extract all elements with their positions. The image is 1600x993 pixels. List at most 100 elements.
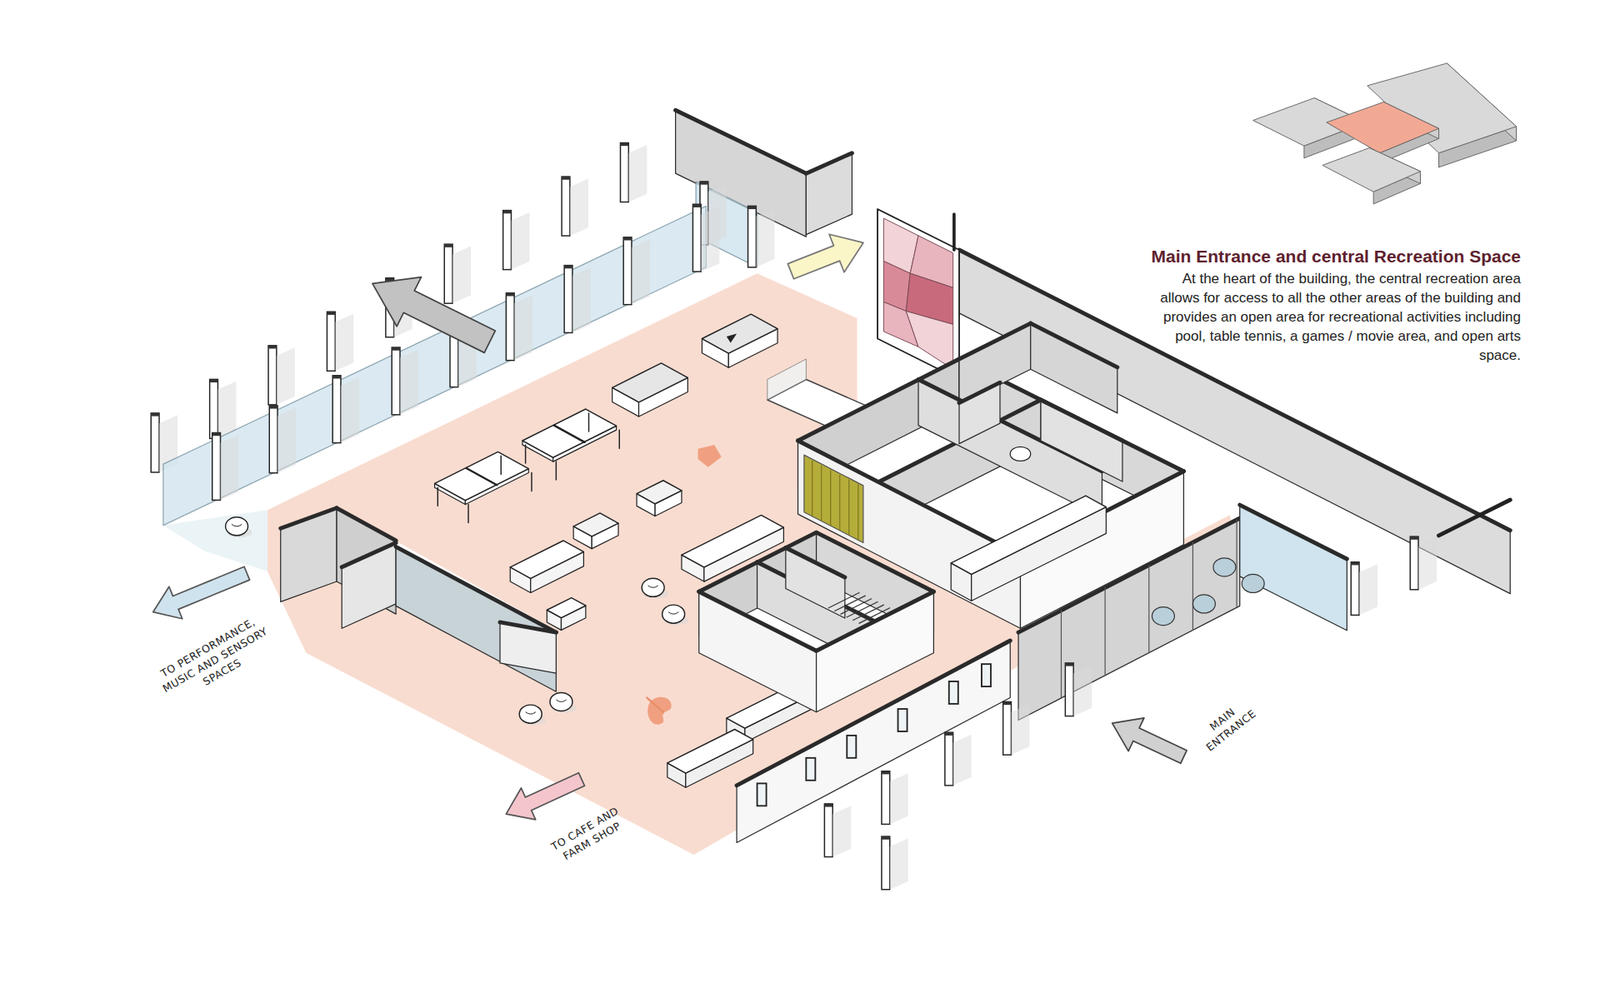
- palette-icon: [647, 697, 671, 725]
- table-leg: [555, 461, 557, 480]
- column-cap: [623, 237, 632, 241]
- rear-wall: [805, 153, 852, 235]
- column: [269, 405, 278, 474]
- title: Main Entrance and central Recreation Spa…: [1151, 246, 1521, 267]
- column-shadow: [1359, 564, 1378, 615]
- wall-top: [280, 508, 337, 529]
- front-wall: [736, 640, 1010, 843]
- column-shadow: [217, 381, 236, 440]
- table-leg: [530, 473, 532, 492]
- wall-top: [675, 110, 807, 174]
- glass-balustrade: [767, 359, 807, 400]
- room-wall: [280, 508, 337, 603]
- pool-balls: [726, 333, 737, 343]
- panel-slat: [830, 470, 831, 526]
- key-plan-block: [1326, 101, 1440, 153]
- column: [692, 204, 701, 272]
- direction-arrow: [787, 234, 864, 280]
- wall-top: [952, 214, 956, 250]
- window: [898, 709, 908, 732]
- window: [949, 681, 959, 705]
- column: [620, 142, 629, 202]
- wall-top: [1030, 323, 1118, 368]
- wall-top: [341, 542, 396, 567]
- beanbag: [662, 605, 685, 624]
- pool-table: [701, 314, 778, 354]
- wall-top: [1040, 400, 1123, 441]
- column: [945, 732, 954, 786]
- column-shadow: [340, 377, 360, 443]
- column-cap: [332, 375, 341, 380]
- wall-top: [959, 323, 1031, 360]
- beanbag-crease: [668, 612, 679, 615]
- column-shadow: [452, 246, 471, 305]
- column: [623, 237, 632, 305]
- column-shadow: [1418, 539, 1437, 590]
- column: [444, 244, 453, 304]
- room-wall: [500, 622, 556, 674]
- column-cap: [881, 771, 890, 775]
- column-shadow: [276, 347, 295, 405]
- foosball-table: [636, 480, 682, 505]
- column-cap: [326, 311, 335, 315]
- column: [505, 293, 515, 361]
- bench: [667, 730, 754, 775]
- column-shadow: [514, 295, 533, 360]
- wall-top: [1240, 505, 1348, 560]
- column-cap: [700, 181, 709, 185]
- beanbag: [641, 578, 665, 597]
- direction-label: TO PERFORMANCE, MUSIC AND SENSORY SPACES: [145, 607, 285, 714]
- pool-table: [612, 363, 689, 403]
- beanbag: [519, 705, 542, 724]
- key-plan-block: [1322, 148, 1421, 193]
- table-net: [554, 425, 585, 443]
- column-cap: [503, 210, 512, 215]
- table-net: [466, 468, 498, 485]
- column-cap: [444, 244, 453, 248]
- feature-panel: [804, 455, 864, 543]
- column-cap: [561, 176, 570, 180]
- column-shadow: [700, 206, 720, 272]
- column: [561, 176, 570, 236]
- stair-tread: [828, 592, 860, 608]
- column: [564, 265, 573, 334]
- column-cap: [824, 804, 833, 808]
- wall-top: [805, 153, 852, 174]
- table-tennis-table: [435, 451, 530, 500]
- art-panel: [877, 209, 960, 380]
- column: [1003, 701, 1012, 755]
- column: [268, 345, 277, 405]
- column-cap: [1065, 663, 1074, 667]
- brush-icon: [646, 698, 664, 713]
- column-shadow: [1010, 704, 1030, 755]
- column: [1065, 663, 1074, 717]
- panel-slat: [820, 465, 822, 521]
- entrance-glazing: [1018, 518, 1240, 720]
- lounge-chair: [1192, 595, 1215, 614]
- column-shadow: [335, 314, 354, 372]
- mullion: [1192, 542, 1194, 630]
- column-shadow: [400, 349, 419, 415]
- mullion: [1235, 520, 1237, 608]
- column-cap: [692, 204, 701, 208]
- art-tile: [905, 310, 953, 370]
- window: [846, 735, 856, 759]
- axonometric-drawing: [150, 63, 1516, 890]
- foosball-table: [573, 513, 619, 537]
- wall-top: [959, 382, 1000, 403]
- beanbag: [225, 517, 249, 536]
- direction-arrow: [1112, 718, 1187, 765]
- column-cap: [391, 347, 400, 351]
- direction-label: MAIN ENTRANCE: [1186, 689, 1267, 760]
- direction-label: TO CAFE AND FARM SHOP: [538, 797, 640, 872]
- toilet: [1010, 446, 1030, 461]
- table-tennis-table: [522, 409, 617, 458]
- marker-icon: [698, 445, 722, 468]
- column: [881, 771, 890, 825]
- column-cap: [268, 345, 277, 350]
- mullion: [1060, 610, 1062, 699]
- column: [332, 375, 341, 444]
- column-cap: [945, 732, 954, 736]
